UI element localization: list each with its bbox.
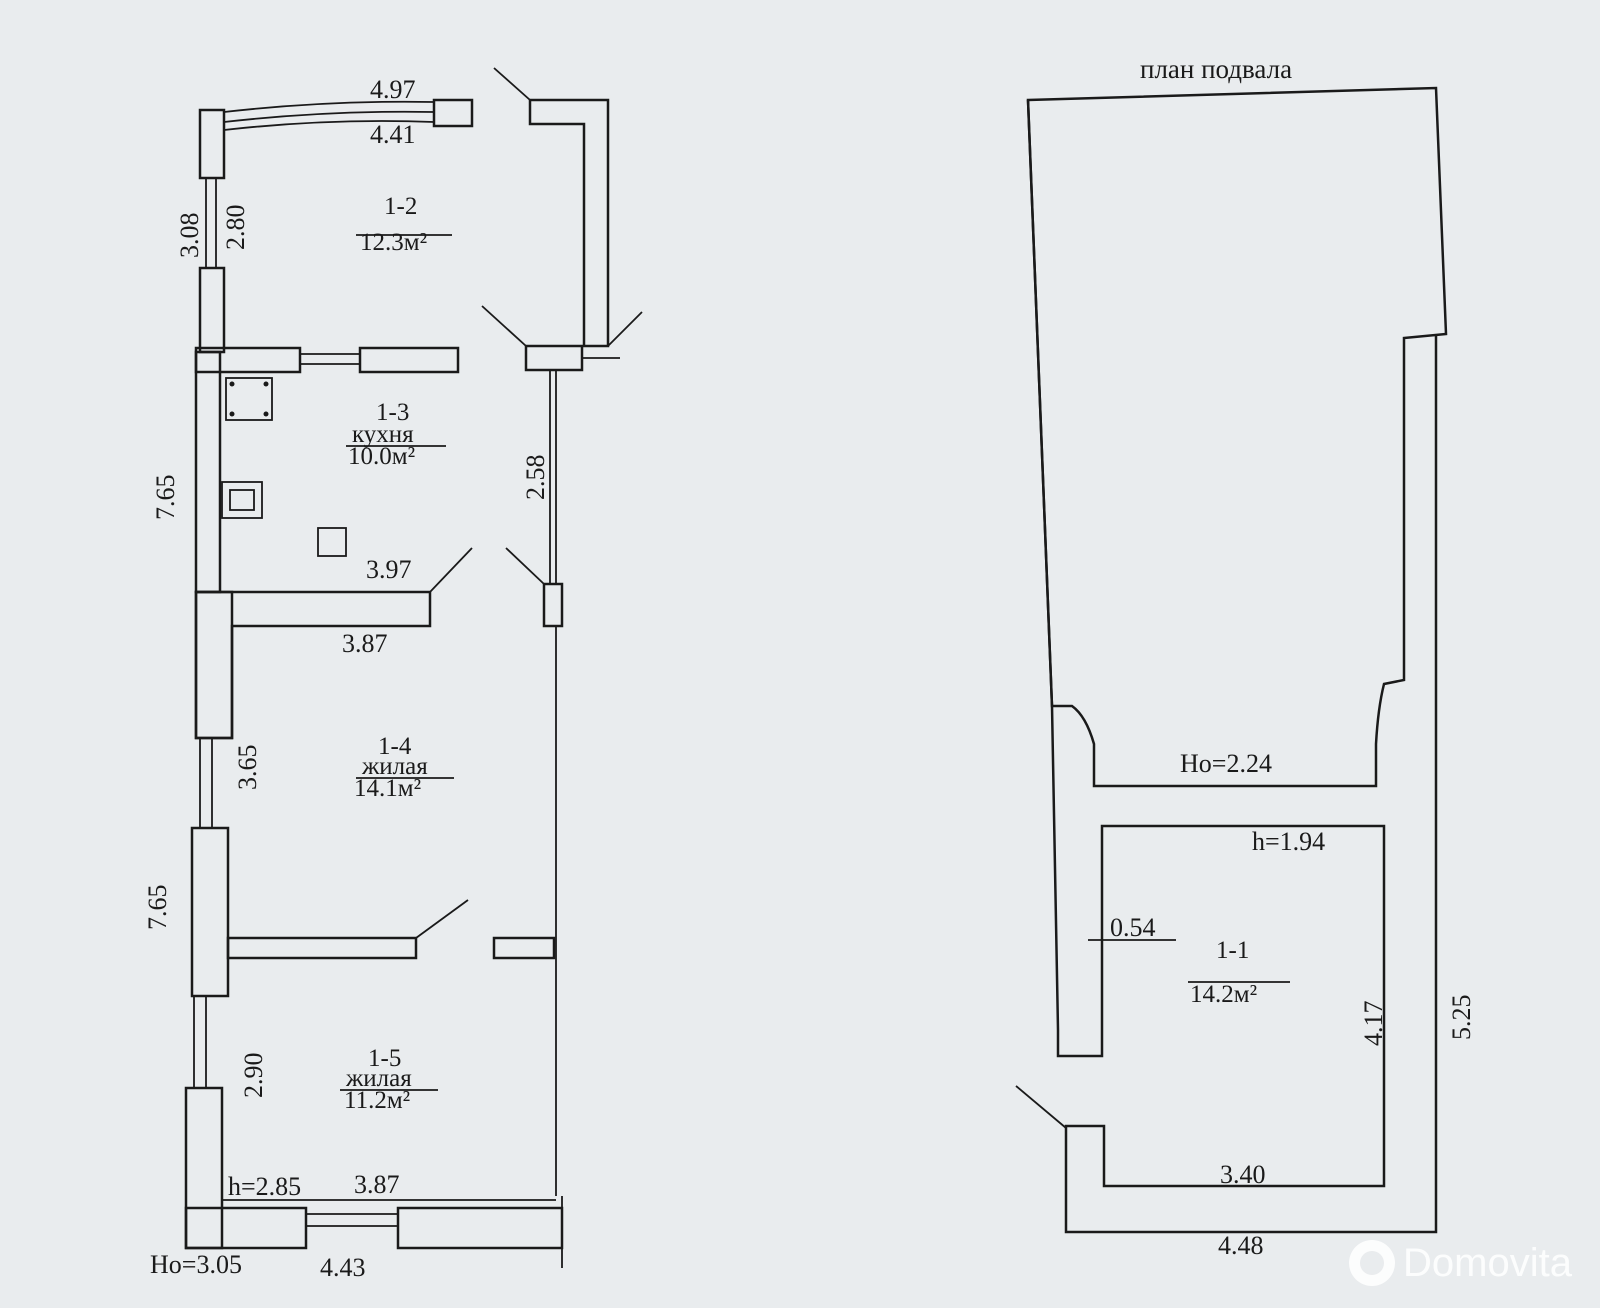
sink-symbol: [221, 481, 263, 519]
door-corridor: [505, 547, 545, 585]
door-kitchen: [429, 547, 473, 593]
dim-bottom-width: 4.43: [320, 1253, 366, 1282]
dim-basement-width: 3.40: [1220, 1160, 1266, 1189]
window-bottom: [306, 1213, 398, 1227]
right-exterior-wall: [549, 370, 557, 584]
dim-top-outer: 4.97: [370, 75, 416, 104]
dim-room-1-4-width: 3.87: [342, 629, 388, 658]
window-left-lower: [193, 996, 207, 1088]
window-top: [223, 100, 435, 131]
ceiling-height-basement: h=1.94: [1252, 827, 1325, 856]
room-1-4-area: 14.1м²: [354, 775, 421, 802]
dim-room-1-5-width: 3.87: [354, 1170, 400, 1199]
door-bedroom: [415, 899, 469, 939]
basement-walls: [1015, 86, 1448, 1234]
window-left-middle: [199, 738, 213, 828]
dim-basement-outer-width: 4.48: [1218, 1231, 1264, 1260]
dim-kitchen-width: 3.97: [366, 555, 412, 584]
room-1-2-area: 12.3м²: [360, 229, 427, 256]
door-entrance: [493, 67, 531, 101]
room-1-2-number: 1-2: [384, 193, 417, 220]
stove-symbol: [225, 377, 273, 421]
basement-labels: Ho=2.24 h=1.94 0.54 1-1 14.2м² 4.17 5.25…: [1110, 749, 1476, 1260]
door-hall: [481, 305, 527, 347]
domovita-logo-icon: [1349, 1240, 1396, 1286]
window-left-upper: [205, 178, 217, 268]
room-1-4-number: 1-4: [378, 733, 412, 760]
dim-left-outer-3: 7.65: [143, 885, 172, 931]
overall-height-basement: Ho=2.24: [1180, 749, 1272, 778]
room-1-3-area: 10.0м²: [348, 443, 415, 470]
dim-corridor: 2.58: [521, 455, 550, 501]
dim-room-1-5-depth: 2.90: [239, 1053, 268, 1099]
dim-left-inner-1: 2.80: [221, 205, 250, 251]
dim-basement-outer-depth: 5.25: [1447, 995, 1476, 1041]
ground-floor-labels: 4.97 4.41 3.08 2.80 1-2 12.3м² 1-3 кухня…: [143, 75, 550, 1282]
dim-room-1-4-depth: 3.65: [233, 745, 262, 791]
basement-title: план подвала: [1140, 54, 1292, 84]
room-1-5-type: жилая: [345, 1065, 412, 1092]
ceiling-height-ground: h=2.85: [228, 1172, 301, 1201]
overall-height-ground: Ho=3.05: [150, 1250, 242, 1279]
dim-top-inner: 4.41: [370, 120, 416, 149]
room-1-4-type: жилая: [361, 753, 428, 780]
chimney-symbol: [317, 527, 347, 557]
room-1-3-type: кухня: [352, 421, 414, 448]
room-1-5-number: 1-5: [368, 1045, 401, 1072]
room-1-1-area: 14.2м²: [1190, 981, 1257, 1008]
room-1-5-area: 11.2м²: [344, 1087, 410, 1114]
ground-floor-walls: [184, 67, 643, 1268]
dim-left-outer-2: 7.65: [151, 475, 180, 521]
basement-door: [1015, 1085, 1067, 1129]
dim-basement-wall: 0.54: [1110, 913, 1156, 942]
watermark-brand: Domovita: [1403, 1240, 1572, 1285]
dim-left-outer-1: 3.08: [175, 213, 204, 259]
dim-basement-depth: 4.17: [1359, 1001, 1388, 1047]
room-1-1-number: 1-1: [1216, 937, 1249, 964]
room-1-3-number: 1-3: [376, 399, 409, 426]
watermark-logo: Domovita: [1349, 1240, 1572, 1286]
window-interior: [300, 353, 360, 365]
